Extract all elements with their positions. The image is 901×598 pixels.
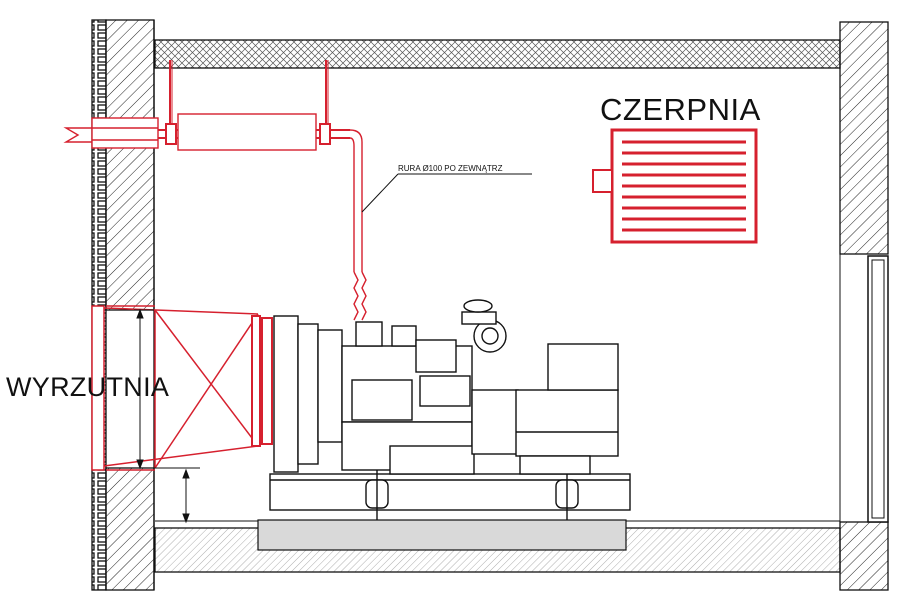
ceiling-slab: [154, 39, 841, 69]
pipe-note-leader: [361, 173, 532, 213]
dimension-lines: [134, 308, 200, 524]
intake-label: CZERPNIA: [600, 92, 761, 127]
intake-grille: [592, 128, 758, 244]
exhaust-system: [63, 60, 367, 321]
right-wall: [839, 21, 889, 591]
exhaust-outlet-label: WYRZUTNIA: [6, 372, 170, 402]
left-wall: [91, 19, 155, 591]
foundation-block: [257, 519, 627, 551]
exhaust-outlet-duct: [91, 305, 273, 471]
generator-set: [269, 299, 631, 520]
pipe-note-label: RURA Ø100 PO ZEWNĄTRZ: [398, 164, 503, 173]
